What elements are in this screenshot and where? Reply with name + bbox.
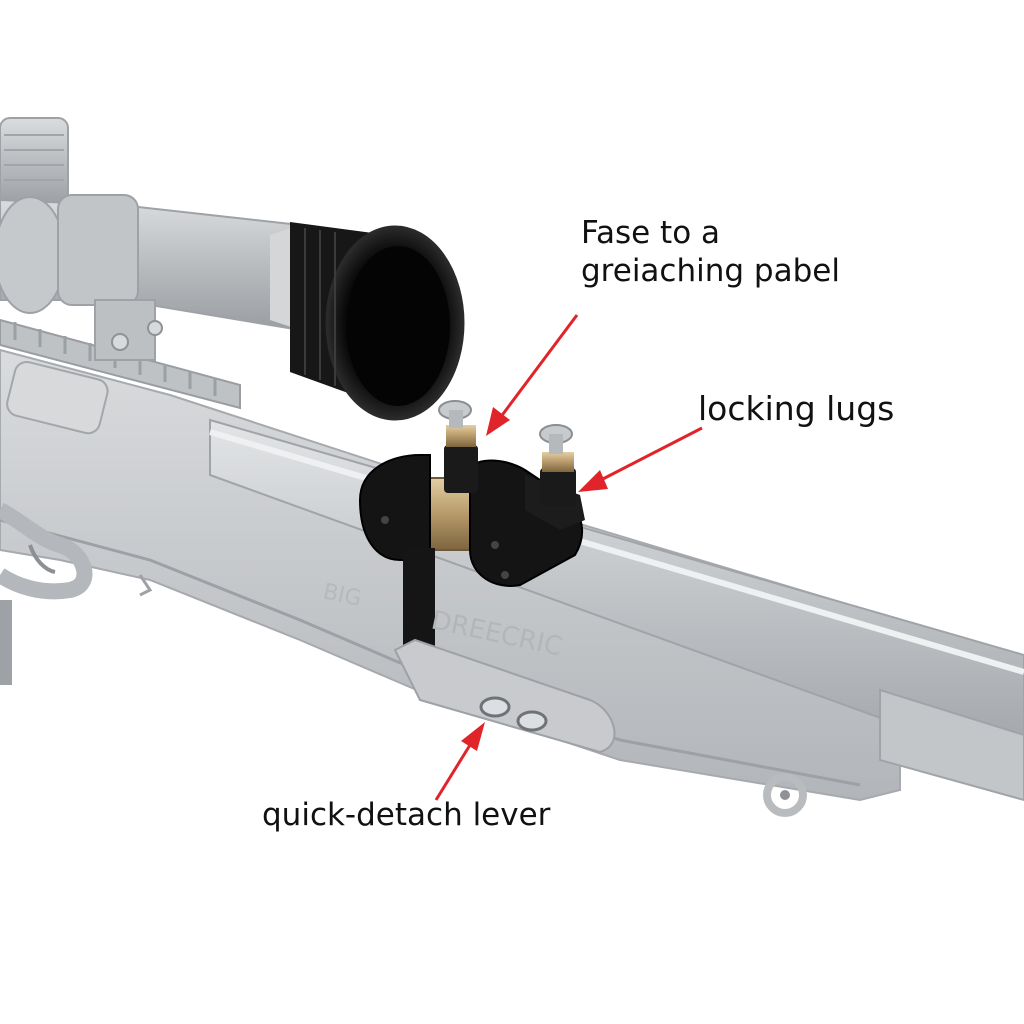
sling-swivel — [763, 773, 807, 817]
trigger-guard — [0, 502, 153, 685]
objective-lens — [290, 222, 465, 421]
locking-lug-right — [539, 424, 576, 506]
callout-quick-detach-lever: quick-detach lever — [262, 797, 551, 833]
locking-lug-left — [438, 400, 478, 493]
arrow-to-left-lug — [486, 314, 579, 436]
callout-top-line-1: Fase to a — [581, 215, 721, 251]
callout-locking-lugs: locking lugs — [698, 389, 895, 428]
rifle-scope — [0, 117, 301, 361]
arrow-to-lever — [434, 722, 485, 801]
quick-detach-lever — [393, 638, 616, 754]
arrow-to-right-lug — [578, 426, 703, 492]
callout-top-line-2: greiaching рabel — [581, 253, 840, 289]
